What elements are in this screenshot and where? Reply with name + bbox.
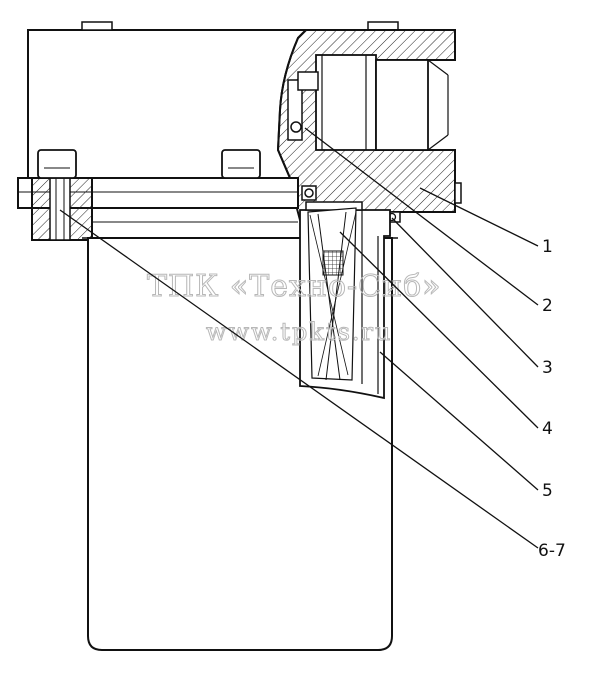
watermark-line2: www.tpkts.ru bbox=[206, 318, 392, 346]
leader-line-4 bbox=[339, 231, 539, 429]
callout-1: 1 bbox=[542, 237, 553, 257]
callout-6-7: 6-7 bbox=[538, 541, 566, 561]
callout-labels: 1 2 3 4 5 6-7 bbox=[538, 237, 566, 561]
head-cutaway bbox=[276, 29, 462, 221]
leader-lines bbox=[59, 127, 539, 549]
callout-3: 3 bbox=[542, 358, 553, 378]
watermark-line1: ТПК «Техно-Сиб» bbox=[147, 269, 442, 304]
seal-ring bbox=[301, 185, 401, 223]
leader-line-3 bbox=[391, 217, 539, 368]
callout-4: 4 bbox=[542, 419, 553, 439]
callout-2: 2 bbox=[542, 296, 553, 316]
callout-5: 5 bbox=[542, 481, 553, 501]
mounting-flange bbox=[17, 149, 299, 241]
leader-line-1 bbox=[419, 187, 539, 247]
leader-line-6-7 bbox=[59, 209, 539, 549]
leader-line-2 bbox=[304, 127, 539, 306]
watermark: ТПК «Техно-Сиб» www.tpkts.ru bbox=[147, 269, 442, 347]
filter-element bbox=[299, 201, 391, 400]
leader-line-5 bbox=[379, 351, 539, 491]
